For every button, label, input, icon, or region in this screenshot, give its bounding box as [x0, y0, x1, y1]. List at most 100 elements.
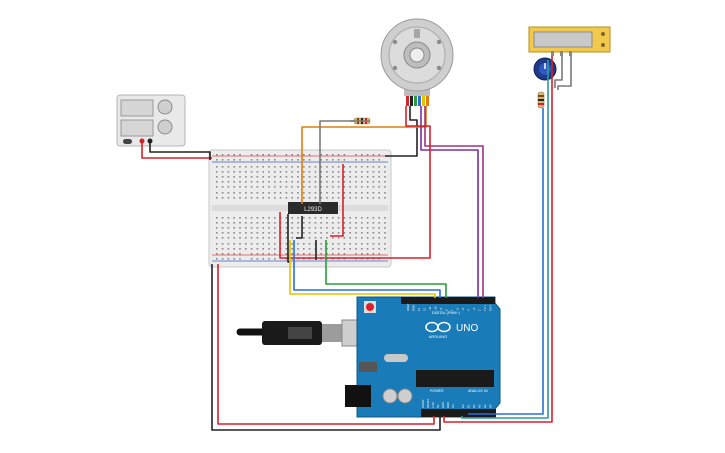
usb-cable[interactable]: [236, 319, 365, 347]
breadboard-hole: [355, 166, 357, 168]
breadboard-hole: [256, 171, 259, 173]
breadboard-hole: [337, 217, 340, 219]
breadboard-rail-hole: [303, 154, 305, 156]
breadboard-rail-hole: [239, 258, 241, 260]
breadboard-hole: [274, 166, 276, 168]
dc-motor[interactable]: [380, 18, 454, 106]
breadboard-rail-hole: [268, 159, 270, 161]
power-header-label: POWER: [430, 389, 444, 393]
breadboard-rail-hole: [308, 253, 311, 255]
breadboard-hole: [233, 243, 235, 245]
breadboard-hole: [279, 186, 282, 188]
breadboard-hole: [216, 186, 218, 188]
breadboard-hole: [349, 237, 351, 239]
breadboard-hole: [349, 217, 351, 219]
breadboard-hole: [274, 186, 276, 188]
breadboard-hole: [343, 243, 346, 245]
breadboard-hole: [384, 197, 386, 199]
breadboard-hole: [221, 222, 224, 224]
breadboard-hole: [221, 248, 224, 250]
breadboard-hole: [239, 171, 241, 173]
breadboard-hole: [314, 186, 317, 188]
breadboard-hole: [366, 171, 369, 173]
breadboard-hole: [326, 222, 328, 224]
breadboard-hole: [337, 237, 340, 239]
breadboard-hole: [297, 248, 299, 250]
breadboard-hole: [256, 248, 259, 250]
breadboard-hole: [262, 217, 264, 219]
breadboard-hole: [337, 248, 340, 250]
current-knob-icon[interactable]: [157, 119, 173, 135]
breadboard-hole: [268, 248, 270, 250]
arduino-uno-board[interactable]: ARDUINO UNO DIGITAL (PWM~) POWER ANALOG …: [345, 296, 501, 418]
breadboard-hole: [303, 237, 305, 239]
breadboard-hole: [256, 237, 259, 239]
breadboard-rail-hole: [227, 159, 230, 161]
breadboard-rail-hole: [285, 154, 288, 156]
breadboard-hole: [297, 166, 299, 168]
breadboard-hole: [227, 222, 230, 224]
breadboard-hole: [245, 171, 247, 173]
breadboard-rail-hole: [332, 253, 334, 255]
breadboard-rail-hole: [256, 258, 259, 260]
breadboard-hole: [285, 227, 288, 229]
breadboard-hole: [332, 243, 334, 245]
breadboard-hole: [384, 171, 386, 173]
breadboard-rail-hole: [274, 253, 276, 255]
breadboard-rail-hole: [216, 159, 218, 161]
breadboard-hole: [239, 248, 241, 250]
breadboard-hole: [366, 243, 369, 245]
breadboard-hole: [349, 232, 351, 234]
l293d-chip[interactable]: L293D: [288, 202, 338, 214]
breadboard-hole: [291, 166, 293, 168]
breadboard-hole: [378, 237, 380, 239]
breadboard-hole: [245, 176, 247, 178]
pin-label: ~3: [472, 307, 476, 311]
breadboard-hole: [221, 232, 224, 234]
breadboard-rail-hole: [308, 159, 311, 161]
breadboard-hole: [245, 232, 247, 234]
pin-label: GND: [412, 305, 416, 311]
breadboard-hole: [349, 227, 351, 229]
breadboard-hole: [332, 171, 334, 173]
breadboard-hole: [216, 243, 218, 245]
breadboard-hole: [250, 243, 253, 245]
breadboard-rail-hole: [262, 159, 264, 161]
breadboard-hole: [366, 222, 369, 224]
wire-red: [279, 212, 385, 259]
breadboard-rail-hole: [250, 159, 253, 161]
breadboard-hole: [245, 181, 247, 183]
breadboard-hole: [291, 176, 293, 178]
breadboard-rail-hole: [337, 253, 340, 255]
breadboard-hole: [378, 232, 380, 234]
voltage-knob-icon[interactable]: [157, 99, 173, 115]
breadboard-hole: [384, 217, 386, 219]
breadboard-hole: [320, 243, 322, 245]
breadboard-hole: [372, 248, 375, 250]
breadboard-hole: [361, 222, 363, 224]
breadboard-rail-hole: [378, 253, 380, 255]
breadboard-hole: [233, 181, 235, 183]
breadboard-hole: [297, 227, 299, 229]
breadboard-hole: [285, 192, 288, 194]
lcd-display[interactable]: [528, 26, 611, 56]
breadboard-rail-hole: [366, 253, 369, 255]
breadboard-hole: [314, 217, 317, 219]
breadboard-hole: [274, 176, 276, 178]
breadboard-hole: [384, 166, 386, 168]
power-supply[interactable]: [116, 94, 186, 147]
resistor-lcd[interactable]: [537, 91, 545, 109]
breadboard-hole: [337, 176, 340, 178]
breadboard-hole: [227, 227, 230, 229]
pin-label: 5V: [436, 404, 440, 408]
breadboard-hole: [320, 176, 322, 178]
breadboard-hole: [384, 248, 386, 250]
breadboard-hole: [227, 243, 230, 245]
reset-button[interactable]: [366, 303, 374, 311]
pin-label: IOREF: [421, 399, 425, 408]
breadboard-hole: [297, 232, 299, 234]
breadboard-hole: [262, 237, 264, 239]
breadboard-hole: [343, 166, 346, 168]
breadboard-hole: [332, 232, 334, 234]
